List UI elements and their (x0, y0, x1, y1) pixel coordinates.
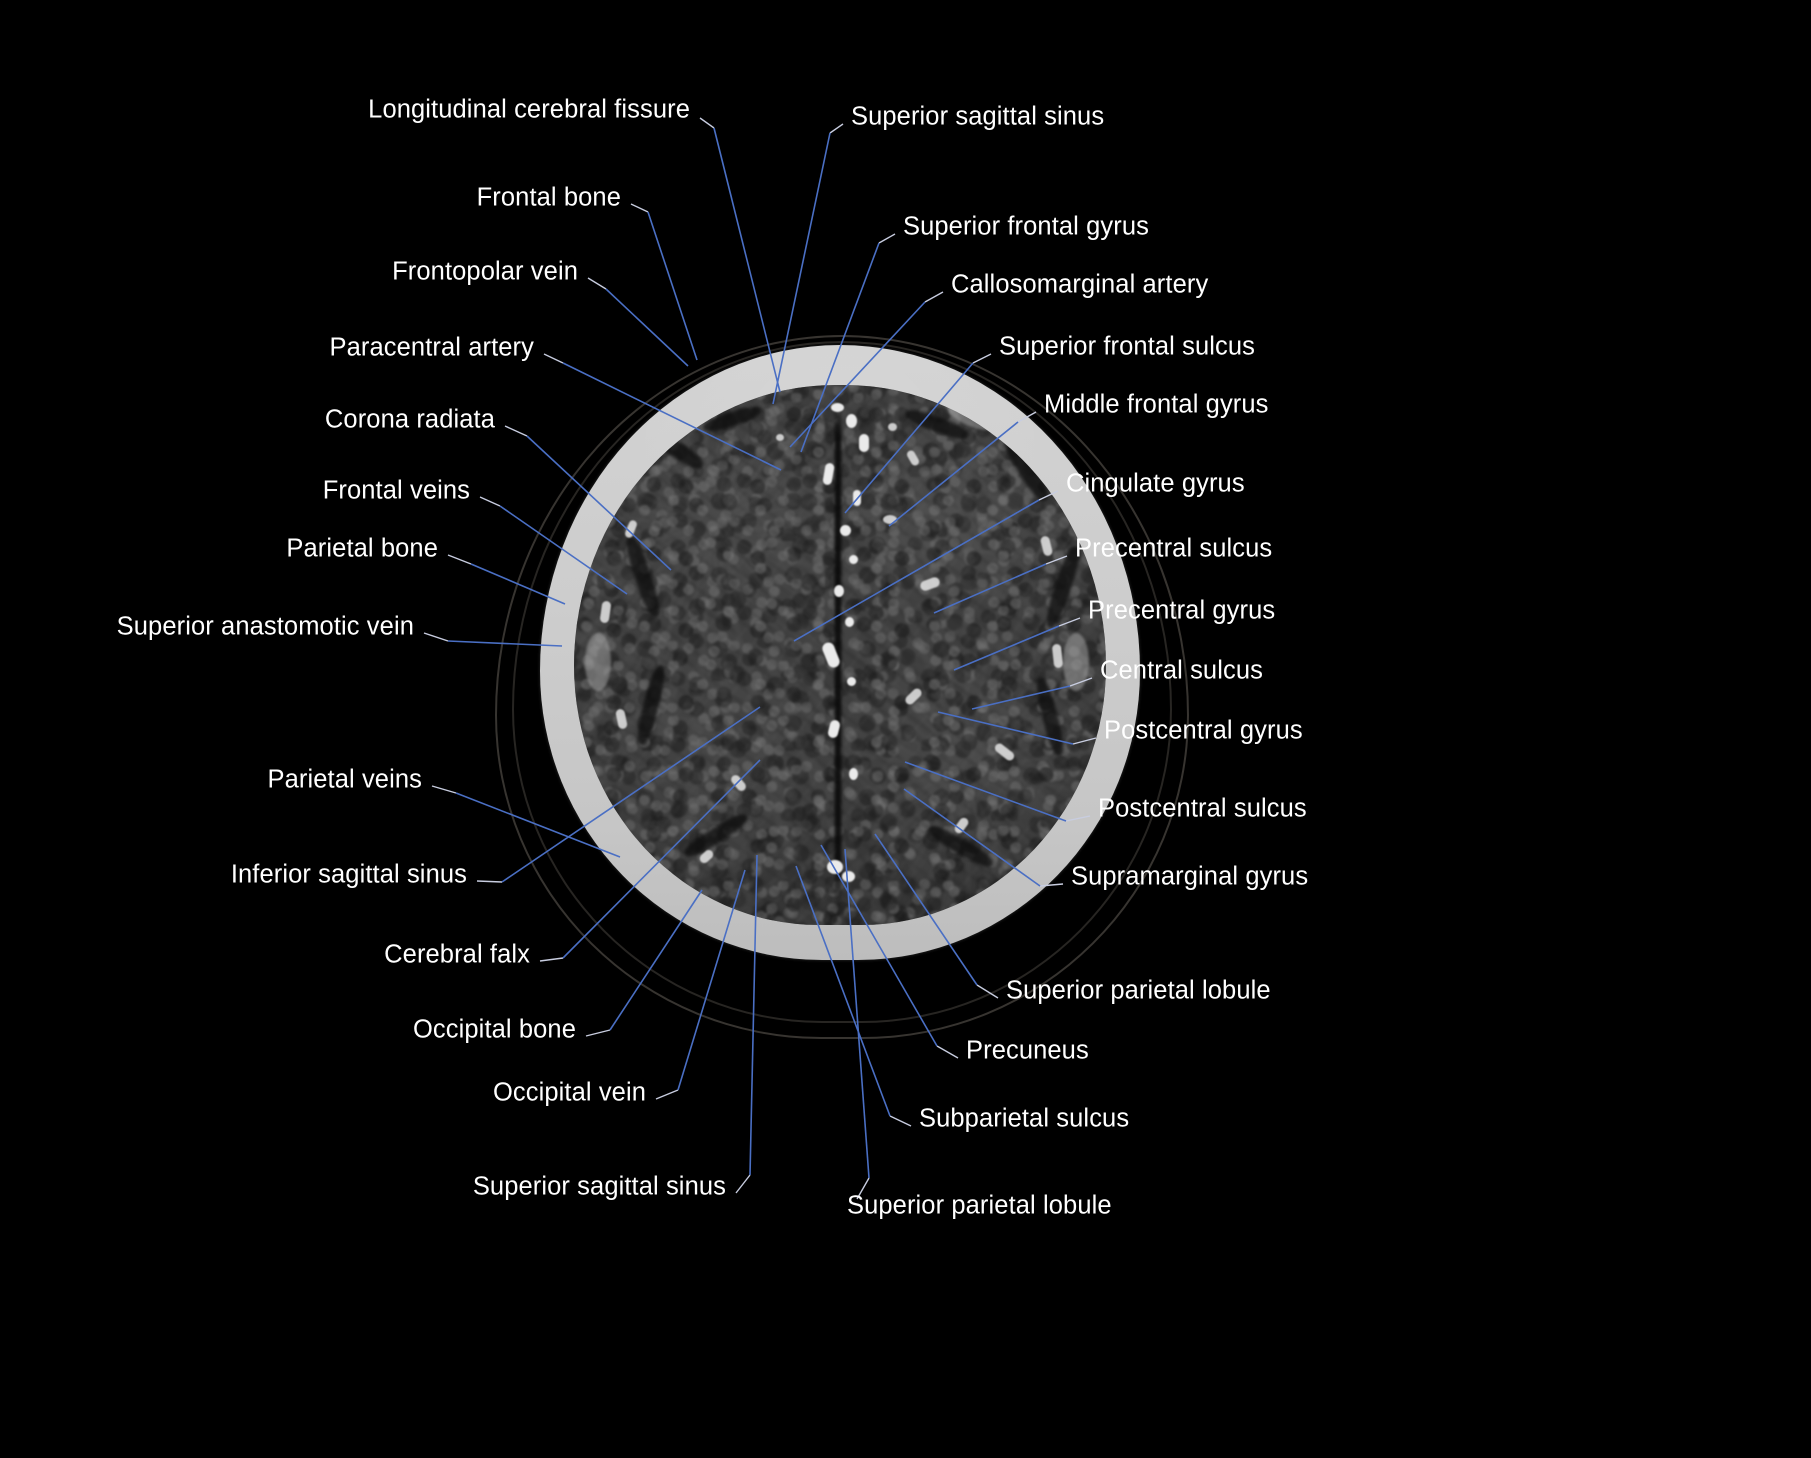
anatomy-label-superior-frontal-gyrus[interactable]: Superior frontal gyrus (903, 212, 1149, 241)
anatomy-label-superior-sagittal-sinus-bottom[interactable]: Superior sagittal sinus (472, 1172, 726, 1201)
anatomy-label-frontal-bone[interactable]: Frontal bone (476, 183, 621, 212)
leader-line-frontal-bone (647, 211, 698, 361)
leader-line-tip (878, 233, 896, 244)
anatomy-label-central-sulcus[interactable]: Central sulcus (1100, 656, 1263, 685)
anatomy-label-frontal-veins[interactable]: Frontal veins (322, 476, 470, 505)
leader-line-tip (655, 1089, 679, 1100)
anatomy-label-postcentral-sulcus[interactable]: Postcentral sulcus (1098, 794, 1307, 823)
leader-line-tip (889, 1115, 912, 1127)
leader-line-tip (423, 632, 449, 642)
leader-line-tip (476, 880, 503, 883)
cortical-vessel (887, 422, 897, 431)
leader-line-tip (630, 203, 649, 213)
leader-line-tip (504, 425, 528, 437)
anatomy-label-superior-parietal-lobule-bottom[interactable]: Superior parietal lobule (847, 1191, 1112, 1220)
anatomy-label-subparietal-sulcus[interactable]: Subparietal sulcus (919, 1104, 1130, 1133)
anatomy-label-frontopolar-vein[interactable]: Frontopolar vein (392, 257, 578, 286)
brain-parenchyma (574, 385, 1106, 925)
anatomy-label-paracentral-artery[interactable]: Paracentral artery (329, 333, 534, 362)
head-ct-image (495, 335, 1189, 1039)
anatomy-label-superior-parietal-lobule-right[interactable]: Superior parietal lobule (1006, 976, 1271, 1005)
gyrus-highlight (584, 633, 611, 692)
anatomy-label-precentral-gyrus[interactable]: Precentral gyrus (1088, 596, 1276, 625)
leader-line-tip (585, 1029, 611, 1037)
anatomy-label-parietal-bone[interactable]: Parietal bone (286, 534, 438, 563)
midline-vessel (848, 555, 858, 565)
anatomy-label-parietal-veins[interactable]: Parietal veins (267, 765, 422, 794)
anatomy-label-postcentral-gyrus[interactable]: Postcentral gyrus (1104, 716, 1303, 745)
cortical-vessel (882, 514, 897, 524)
midline-vessel (852, 490, 861, 507)
anatomy-label-superior-sagittal-sinus-top[interactable]: Superior sagittal sinus (851, 102, 1105, 131)
leader-line-tip (479, 496, 501, 507)
anatomy-label-corona-radiata[interactable]: Corona radiata (324, 405, 495, 434)
anatomy-label-middle-frontal-gyrus[interactable]: Middle frontal gyrus (1044, 390, 1269, 419)
anatomy-label-longitudinal-cerebral-fissure[interactable]: Longitudinal cerebral fissure (368, 95, 690, 124)
leader-line-tip (447, 554, 472, 565)
leader-line-tip (735, 1174, 751, 1194)
midline-vessel (859, 433, 870, 452)
leader-line-tip (699, 117, 715, 129)
anatomy-label-inferior-sagittal-sinus[interactable]: Inferior sagittal sinus (230, 860, 467, 889)
leader-line-tip (431, 785, 457, 794)
anatomy-label-occipital-vein[interactable]: Occipital vein (492, 1078, 646, 1107)
leader-line-tip (924, 291, 944, 303)
leader-line-tip (829, 123, 844, 134)
anatomy-label-cerebral-falx[interactable]: Cerebral falx (384, 940, 530, 969)
leader-line-tip (587, 277, 607, 290)
anatomy-label-precuneus[interactable]: Precuneus (966, 1036, 1089, 1065)
anatomy-label-occipital-bone[interactable]: Occipital bone (413, 1015, 576, 1044)
midline-vessel (848, 768, 858, 781)
midline-vessel (833, 584, 844, 597)
anatomy-label-cingulate-gyrus[interactable]: Cingulate gyrus (1066, 469, 1245, 498)
leader-line-tip (936, 1045, 959, 1059)
anatomy-label-superior-frontal-sulcus[interactable]: Superior frontal sulcus (999, 332, 1256, 361)
anatomy-label-precentral-sulcus[interactable]: Precentral sulcus (1075, 534, 1273, 563)
midline-vessel (847, 676, 857, 686)
anatomy-label-supramarginal-gyrus[interactable]: Supramarginal gyrus (1071, 862, 1309, 891)
cortical-vessel (776, 433, 785, 441)
anatomy-label-superior-anastomotic-vein[interactable]: Superior anastomotic vein (116, 612, 414, 641)
anatomy-label-callosomarginal-artery[interactable]: Callosomarginal artery (951, 270, 1209, 299)
